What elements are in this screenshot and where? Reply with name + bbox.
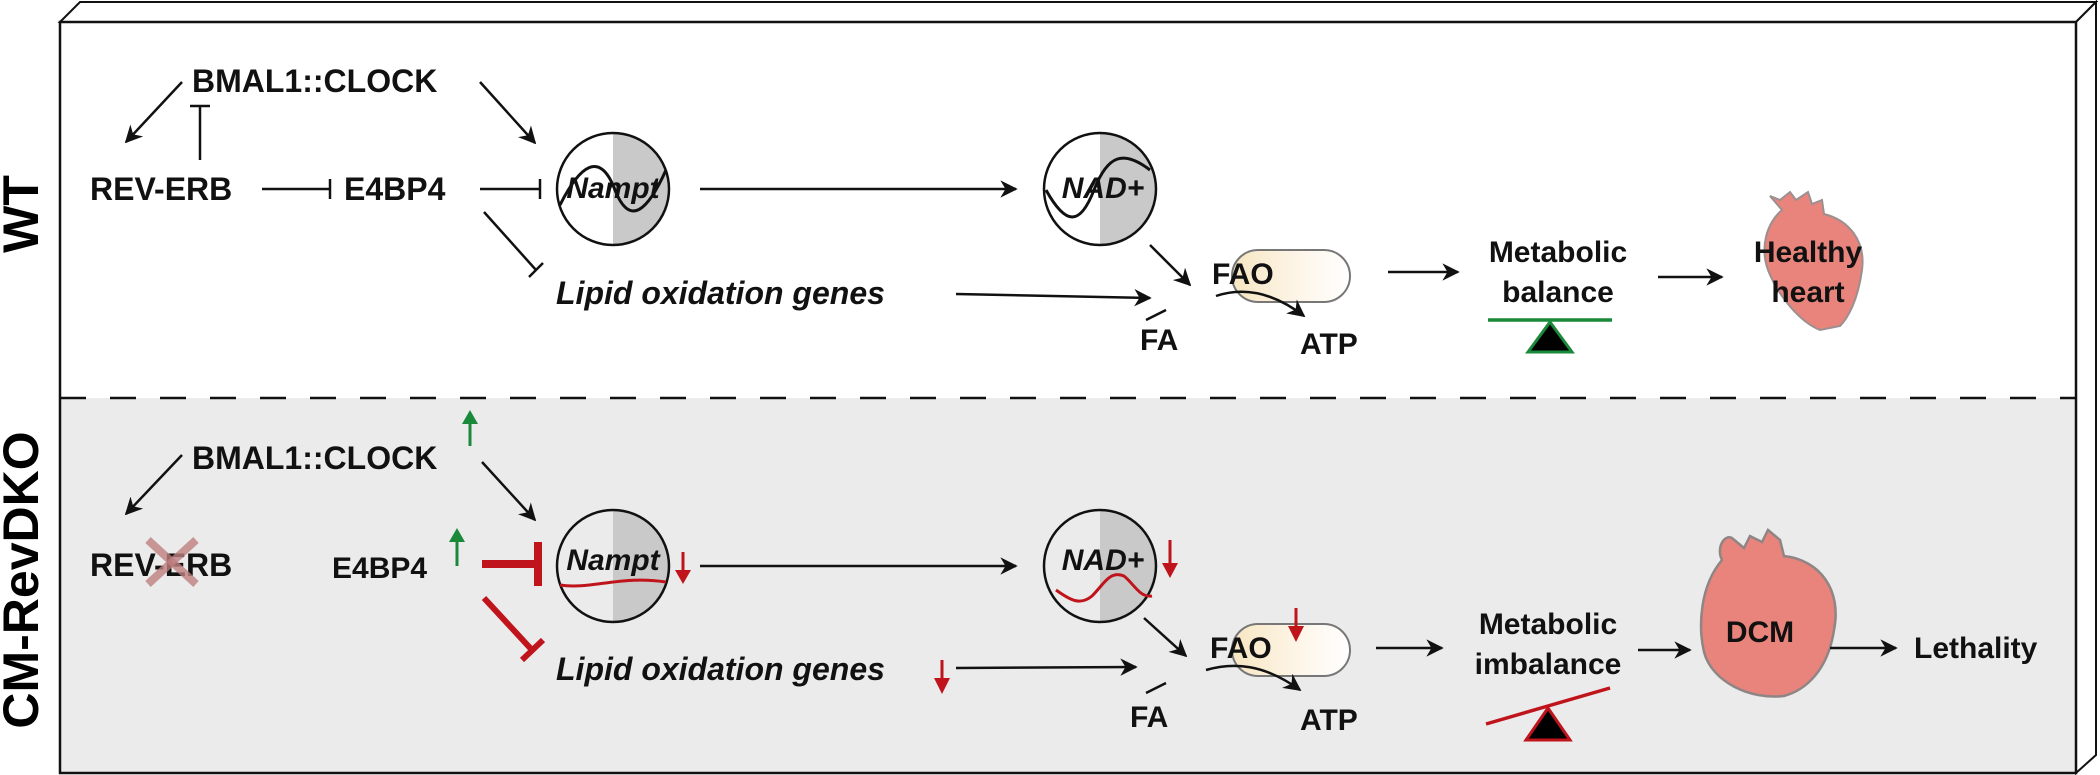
ko-nad-circadian-icon — [1042, 508, 1158, 624]
wt-heart-line2: heart — [1771, 276, 1844, 309]
frame-side-bevel — [2075, 0, 2097, 775]
ko-arrow-fa-to-atp — [1205, 664, 1302, 692]
ko-atp-label: ATP — [1300, 704, 1358, 737]
wt-fao-label: FAO — [1212, 258, 1274, 291]
ko-arrow-lipid-to-fao — [955, 658, 1138, 676]
ko-reverb-knockout-cross-icon — [145, 537, 199, 587]
ko-metabolic-line1: Metabolic — [1479, 608, 1617, 641]
ko-nad-label: NAD+ — [1062, 544, 1145, 577]
ko-fa-tick — [1145, 681, 1167, 695]
wt-arrow-bmal-to-reverb — [124, 81, 183, 144]
ko-arrow-bmal-to-nampt — [481, 461, 537, 522]
wt-arrow-bmal-to-nampt — [479, 81, 537, 145]
wt-nad-label: NAD+ — [1062, 172, 1145, 205]
ko-e4bp4-label: E4BP4 — [332, 552, 427, 585]
ko-nampt-label: Nampt — [566, 544, 661, 577]
ko-dcm-heart-icon — [1699, 528, 1837, 698]
wt-bmal1-clock-label: BMAL1::CLOCK — [192, 63, 437, 99]
ko-side-label: CM-RevDKO — [0, 431, 49, 728]
wt-side-label: WT — [0, 175, 49, 253]
wt-arrow-nad-to-fao — [1149, 244, 1192, 287]
wt-fa-tick — [1145, 308, 1167, 322]
ko-arrow-bmal-to-reverb — [124, 454, 183, 516]
ko-fao-label: FAO — [1210, 632, 1272, 665]
wt-metabolic-line2: balance — [1502, 276, 1614, 309]
wt-rev-erb-label: REV-ERB — [90, 171, 232, 207]
wt-heart-icon — [1763, 190, 1864, 332]
wt-panel-bg — [60, 22, 2076, 398]
wt-metabolic-line1: Metabolic — [1489, 236, 1627, 269]
ko-dcm-label: DCM — [1726, 616, 1794, 649]
wt-atp-label: ATP — [1300, 328, 1358, 361]
ko-bmal1-clock-label: BMAL1::CLOCK — [192, 440, 437, 476]
ko-inhibit-e4bp4-to-lipid — [481, 595, 535, 653]
ko-imbalance-scale-icon — [1485, 686, 1611, 742]
wt-inhibit-e4bp4-to-lipid — [483, 211, 537, 271]
wt-nampt-label: Nampt — [566, 172, 661, 205]
wt-nampt-circadian-icon — [555, 131, 671, 247]
ko-pathway: BMAL1::CLOCK REV-ERB E4BP4 Nampt — [90, 410, 2038, 742]
wt-pathway: BMAL1::CLOCK REV-ERB E4BP4 Nampt NAD+ Li… — [90, 63, 1864, 361]
wt-lipid-genes-label: Lipid oxidation genes — [556, 275, 885, 311]
wt-fa-label: FA — [1140, 324, 1178, 357]
wt-arrow-lipid-to-fao — [955, 288, 1152, 307]
wt-nad-circadian-icon — [1042, 131, 1158, 247]
ko-fa-label: FA — [1130, 701, 1168, 734]
ko-lipid-genes-label: Lipid oxidation genes — [556, 651, 885, 687]
wt-e4bp4-label: E4BP4 — [344, 171, 446, 207]
ko-nampt-circadian-icon — [555, 508, 671, 624]
wt-heart-line1: Healthy — [1754, 236, 1863, 269]
frame-top-bevel — [57, 1, 2099, 23]
ko-arrow-nad-to-fao — [1143, 617, 1188, 658]
ko-lethality-label: Lethality — [1914, 632, 2038, 665]
wt-arrow-fa-to-atp — [1215, 290, 1306, 318]
wt-balance-scale-icon — [1488, 318, 1612, 354]
ko-metabolic-line2: imbalance — [1475, 648, 1622, 681]
